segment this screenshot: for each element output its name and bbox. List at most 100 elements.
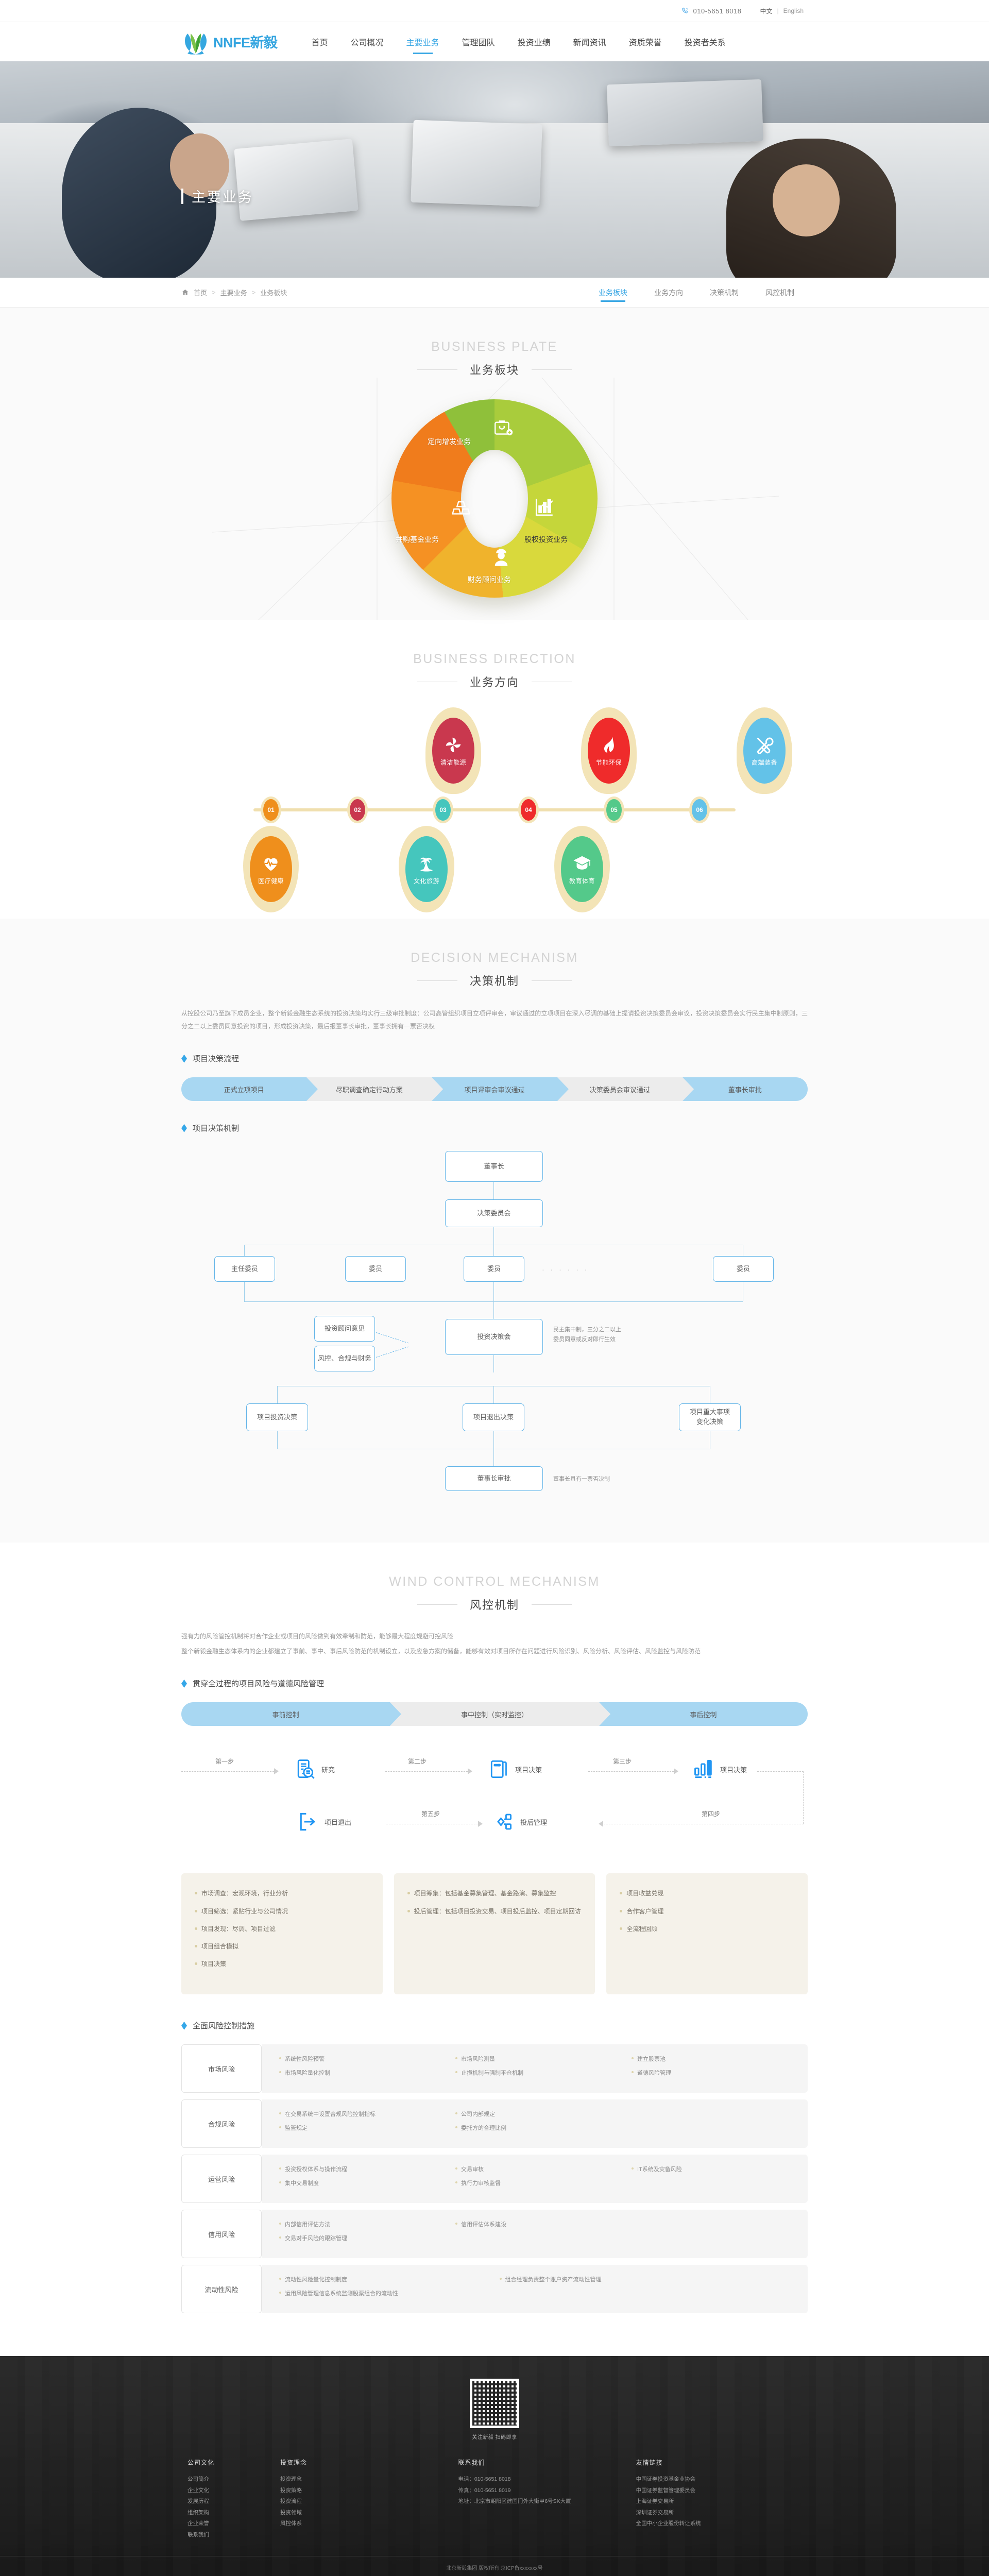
breadcrumb-sep-1: > — [212, 289, 216, 296]
org-box-chairman-approval-label: 董事长审批 — [477, 1474, 511, 1482]
decision-heading: DECISION MECHANISM 决策机制 — [181, 919, 808, 989]
risk-col-2: 组合经理负责整个账户资产流动性管理 — [499, 2275, 808, 2303]
nav-item-news[interactable]: 新闻资讯 — [573, 38, 606, 47]
direction-pin-energy-saving[interactable]: 节能环保 — [581, 707, 637, 794]
direction-pin-culture-tourism[interactable]: 文化旅游 — [399, 826, 454, 912]
timeline-node-05[interactable]: 05 — [604, 796, 624, 823]
bullet-dot — [279, 2223, 281, 2225]
timeline-node-02[interactable]: 02 — [347, 796, 368, 823]
footer-link[interactable]: 投资理念 — [280, 2476, 302, 2483]
risk-col-2: 交易审核 执行力审核监督 — [455, 2165, 632, 2193]
detail-card-2-item-2: 投后管理：包括项目投资交易、项目投后监控、项目定期回访 — [414, 1907, 581, 1915]
breadcrumb-home[interactable]: 首页 — [194, 289, 208, 297]
logo[interactable]: NNFE新毅 — [181, 27, 278, 56]
org-line-member1-bottom — [244, 1282, 245, 1302]
risk-row-items-market: 系统性风险预警 市场风险量化控制 市场风险测量 止损机制与强制平仓机制 建立股票… — [262, 2044, 808, 2093]
footer-link[interactable]: 企业荣誉 — [187, 2520, 209, 2527]
risk-row-name-operation: 运营风险 — [181, 2155, 262, 2204]
home-icon[interactable] — [181, 289, 189, 296]
language-switcher[interactable]: 中文 | English — [760, 7, 804, 15]
nav-item-home[interactable]: 首页 — [311, 38, 328, 47]
timeline-node-01[interactable]: 01 — [261, 796, 281, 823]
lang-english[interactable]: English — [783, 7, 804, 14]
list-item: 投后管理：包括项目投资交易、项目投后监控、项目定期回访 — [407, 1907, 582, 1917]
direction-pin-high-end-equipment[interactable]: 高端装备 — [737, 707, 792, 794]
timeline-node-06[interactable]: 06 — [689, 796, 710, 823]
nav-item-performance[interactable]: 投资业绩 — [517, 38, 551, 47]
timeline-node-04[interactable]: 04 — [518, 796, 539, 823]
decision-description: 从控股公司乃至旗下成员企业，整个新毅金融生态系统的投资决策均实行三级审批制度：公… — [181, 1010, 808, 1030]
footer-link[interactable]: 上海证券交易所 — [636, 2498, 674, 2505]
footer-link[interactable]: 联系我们 — [187, 2531, 209, 2538]
org-box-investment-decision: 项目投资决策 — [246, 1403, 308, 1432]
nav-item-about[interactable]: 公司概况 — [350, 38, 384, 47]
risk-item-text: 交易审核 — [461, 2166, 484, 2173]
bullet-dot — [279, 2278, 281, 2280]
footer-link[interactable]: 中国证券监督管理委员会 — [636, 2487, 696, 2494]
diamond-bullet-icon-4 — [181, 2021, 187, 2030]
footer-content: 关注新毅 扫码即享 公司文化 公司简介 企业文化 发展历程 组织架构 企业荣誉 … — [181, 2356, 808, 2556]
timeline-node-04-number: 04 — [521, 799, 536, 821]
exit-arrow-icon — [300, 1813, 316, 1831]
wind-step-5-label: 项目退出 — [325, 1818, 352, 1826]
footer-link[interactable]: 深圳证券交易所 — [636, 2509, 674, 2516]
nav-item-business[interactable]: 主要业务 — [395, 22, 451, 61]
nav-item-team[interactable]: 管理团队 — [462, 38, 495, 47]
timeline-node-03[interactable]: 03 — [433, 796, 453, 823]
table-row: 流动性风险 流动性风险量化控制制度 运用风险管理信息系统监测股票组合的流动性 组… — [181, 2265, 808, 2314]
bullet-dot — [279, 2167, 281, 2170]
footer-link[interactable]: 公司简介 — [187, 2476, 209, 2483]
risk-item-text: 止损机制与强制平仓机制 — [461, 2070, 523, 2077]
wind-phase-post[interactable]: 事后控制 — [599, 1702, 808, 1726]
direction-pin-education-sports[interactable]: 教育体育 — [554, 826, 610, 912]
footer-link[interactable]: 企业文化 — [187, 2487, 209, 2494]
wind-phase-during[interactable]: 事中控制（实时监控） — [390, 1702, 611, 1726]
footer-link[interactable]: 投资流程 — [280, 2498, 302, 2505]
subtab-business-plate[interactable]: 业务板块 — [585, 278, 641, 308]
decision-step-3[interactable]: 项目评审会审议通过 — [432, 1077, 569, 1101]
decision-step-1[interactable]: 正式立项项目 — [181, 1077, 318, 1101]
decision-flow-subhead-label: 项目决策流程 — [193, 1055, 240, 1064]
footer-link[interactable]: 风控体系 — [280, 2520, 302, 2527]
footer-link[interactable]: 投资策略 — [280, 2487, 302, 2494]
risk-col-1: 内部信用评估方法 交易对手风险的跟踪管理 — [279, 2220, 455, 2248]
subtab-business-direction[interactable]: 业务方向 — [654, 288, 683, 297]
footer-column-philosophy-title: 投资理念 — [280, 2459, 308, 2467]
wind-phase-post-label: 事后控制 — [690, 1710, 717, 1719]
decision-org-subhead-label: 项目决策机制 — [193, 1124, 240, 1133]
risk-item: 组合经理负责整个账户资产流动性管理 — [499, 2275, 808, 2283]
decision-step-4[interactable]: 决策委员会审议通过 — [557, 1077, 694, 1101]
decision-step-5[interactable]: 董事长审批 — [682, 1077, 808, 1101]
subtab-wind-control[interactable]: 风控机制 — [765, 288, 794, 297]
footer-link[interactable]: 中国证券投资基金业协会 — [636, 2476, 696, 2483]
org-box-member-3: 委员 — [464, 1256, 524, 1282]
qr-block: 关注新毅 扫码即享 — [181, 2379, 808, 2441]
detail-card-3: 项目收益兑现 合作客户管理 全流程回顾 — [606, 1873, 808, 1995]
bullet-dot — [455, 2167, 457, 2170]
subtab-decision-mechanism[interactable]: 决策机制 — [710, 288, 739, 297]
lang-chinese[interactable]: 中文 — [760, 7, 773, 15]
footer-link[interactable]: 组织架构 — [187, 2509, 209, 2516]
footer-link[interactable]: 全国中小企业股份转让系统 — [636, 2520, 701, 2527]
risk-row-name-liquidity: 流动性风险 — [181, 2265, 262, 2314]
org-box-chairman-approval: 董事长审批 — [445, 1466, 543, 1492]
logo-wordmark: NNFE新毅 — [213, 31, 278, 52]
org-line-to-invest-meeting — [493, 1301, 494, 1319]
decision-step-2[interactable]: 尽职调查确定行动方案 — [306, 1077, 444, 1101]
wind-phase-pre[interactable]: 事前控制 — [181, 1702, 402, 1726]
risk-item: 委托方的合理比例 — [455, 2124, 632, 2132]
direction-pin-medical-health[interactable]: 医疗健康 — [243, 826, 299, 912]
org-box-director-member: 主任委员 — [214, 1256, 275, 1282]
nnfe-leaf-logo-icon — [185, 33, 207, 55]
risk-col-3: IT系统及灾备风险 — [632, 2165, 808, 2193]
breadcrumb-level2[interactable]: 主要业务 — [220, 289, 247, 297]
decision-en-title: DECISION MECHANISM — [411, 951, 578, 965]
nav-item-investor-relations[interactable]: 投资者关系 — [684, 38, 726, 47]
palm-tree-icon — [420, 857, 433, 872]
wind-step-1-order: 第一步 — [215, 1758, 234, 1766]
direction-pin-clean-energy[interactable]: 清洁能源 — [425, 707, 481, 794]
wind-control-desc-2: 整个新毅金融生态体系内的企业都建立了事前、事中、事后风险防范的机制设立，以及应急… — [181, 1647, 701, 1655]
footer-link[interactable]: 投资领域 — [280, 2509, 302, 2516]
footer-link[interactable]: 发展历程 — [187, 2498, 209, 2505]
nav-item-honors[interactable]: 资质荣誉 — [628, 38, 662, 47]
